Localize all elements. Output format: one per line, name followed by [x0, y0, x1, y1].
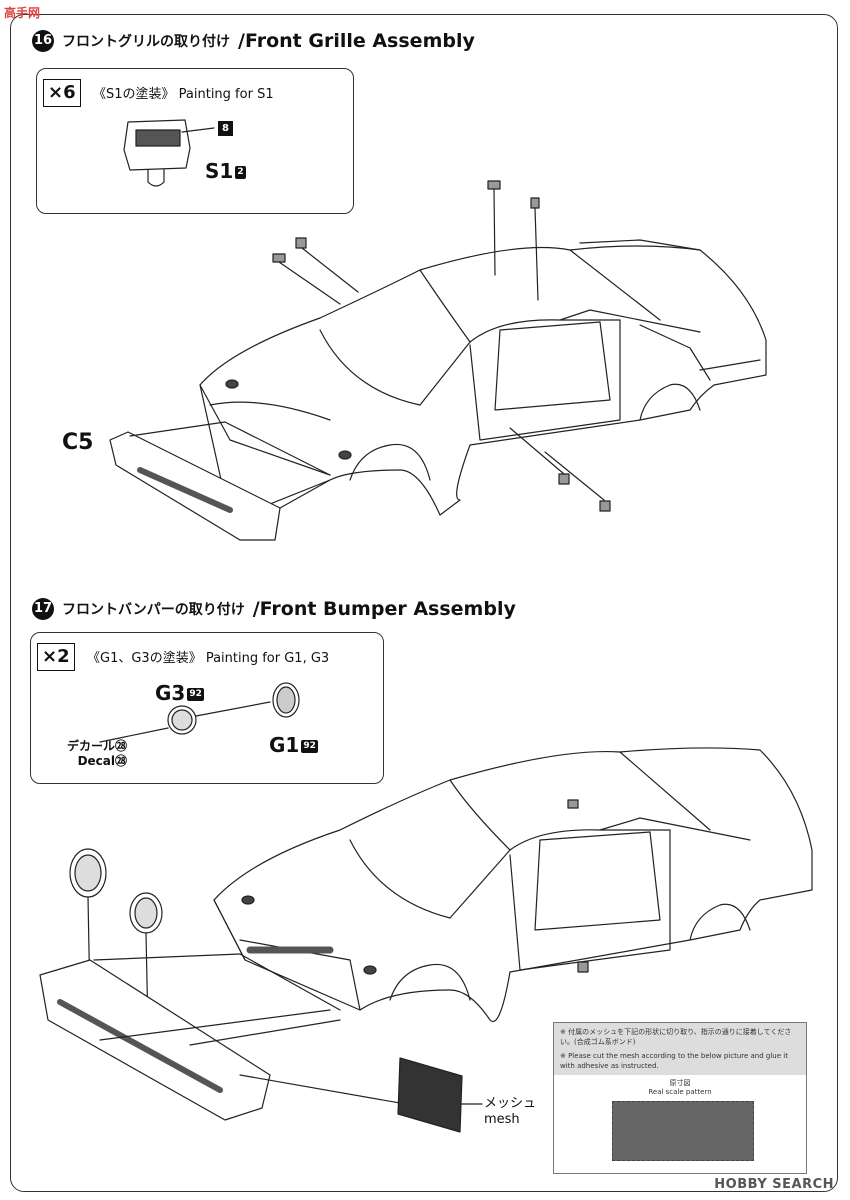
decal-label-jp: デカール㉘ — [67, 739, 128, 753]
mesh-label-jp: メッシュ — [484, 1096, 537, 1111]
part-g3-tag: 92 — [187, 688, 204, 701]
mesh-real-scale-pattern — [612, 1101, 754, 1161]
mesh-label: メッシュ mesh — [484, 1096, 536, 1128]
s1-part-drawing — [123, 119, 215, 187]
decal-label: デカール㉘ Decal㉘ — [67, 739, 127, 769]
pattern-caption-jp: 原寸図 — [669, 1079, 691, 1087]
g1-g3-lamp-drawing — [99, 682, 300, 743]
step-16-number: 16 — [32, 30, 54, 52]
paint-title-s1: 《S1の塗装》 Painting for S1 — [93, 87, 274, 102]
hobby-search-logo: HOBBY SEARCH — [714, 1177, 834, 1192]
part-s1-name: S1 — [205, 159, 234, 183]
c5-grille-drawing — [109, 421, 331, 541]
part-g1-name: G1 — [269, 733, 300, 757]
car-body-upper — [199, 239, 767, 521]
multiplier-x2: ×2 — [37, 643, 75, 671]
part-s1-tag: 2 — [235, 166, 246, 179]
pattern-caption: 原寸図 Real scale pattern — [554, 1079, 806, 1097]
pattern-caption-en: Real scale pattern — [648, 1088, 712, 1096]
decal-label-en: Decal㉘ — [77, 754, 128, 768]
step-16-title-jp: フロントグリルの取り付け — [62, 34, 230, 50]
step-16-title: 16 フロントグリルの取り付け /Front Grille Assembly — [32, 30, 475, 52]
page-frame — [10, 14, 838, 1192]
mesh-note-head: ※ 付属のメッシュを下記の形状に切り取り、指示の通りに接着してください。(合成ゴ… — [554, 1023, 806, 1075]
mesh-note-en: ※ Please cut the mesh according to the b… — [560, 1052, 788, 1070]
part-g1-tag: 92 — [301, 740, 318, 753]
grille-clip-parts — [272, 180, 611, 512]
step-16-title-en: /Front Grille Assembly — [238, 30, 475, 52]
watermark-logo: 高手网 — [4, 6, 41, 20]
color-number-badge: 8 — [218, 121, 233, 136]
step-17-title: 17 フロントバンパーの取り付け /Front Bumper Assembly — [32, 598, 516, 620]
car-body-lower — [213, 747, 813, 1022]
part-g3-name: G3 — [155, 681, 186, 705]
paint-title-g1-g3: 《G1、G3の塗装》 Painting for G1, G3 — [87, 651, 330, 666]
part-label-c5: C5 — [62, 430, 94, 455]
multiplier-x6: ×6 — [43, 79, 81, 107]
mesh-label-en: mesh — [484, 1112, 520, 1127]
mesh-piece-drawing — [397, 1057, 483, 1133]
step-17-title-en: /Front Bumper Assembly — [252, 598, 516, 620]
mesh-instruction-note: ※ 付属のメッシュを下記の形状に切り取り、指示の通りに接着してください。(合成ゴ… — [553, 1022, 807, 1174]
mesh-note-jp: ※ 付属のメッシュを下記の形状に切り取り、指示の通りに接着してください。(合成ゴ… — [560, 1028, 792, 1046]
fog-lamps-and-bumper — [39, 848, 441, 1121]
step-17-number: 17 — [32, 598, 54, 620]
step-17-title-jp: フロントバンパーの取り付け — [62, 602, 245, 618]
